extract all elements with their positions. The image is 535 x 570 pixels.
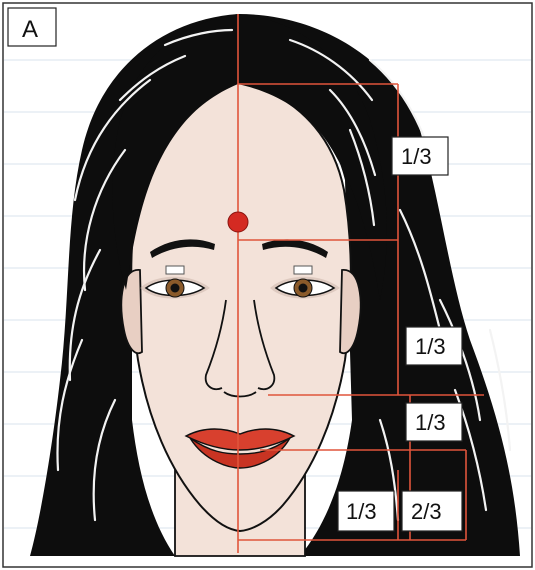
lip-to-chin-two-thirds-label: 2/3 [411,499,442,524]
panel-label-box: A [8,8,56,46]
label-middle-third: 1/3 [406,327,462,365]
bindi-marker [228,212,248,232]
upper-third-label: 1/3 [401,144,432,169]
label-lower-third: 1/3 [406,403,462,441]
label-lip-to-chin-two-thirds: 2/3 [402,491,462,531]
label-lip-to-chin-third: 1/3 [338,491,394,531]
lip-to-chin-third-label: 1/3 [346,499,377,524]
label-upper-third: 1/3 [392,137,448,175]
middle-third-label: 1/3 [415,334,446,359]
lower-third-label: 1/3 [415,410,446,435]
panel-label: A [22,16,38,43]
